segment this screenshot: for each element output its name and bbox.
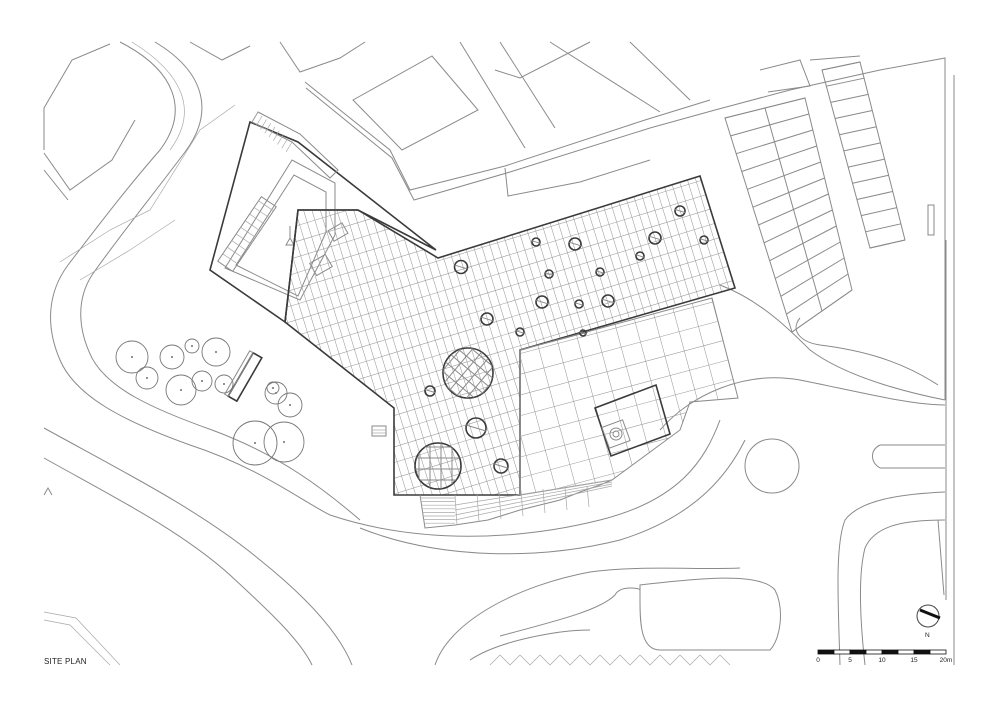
tree-pit-circle (674, 205, 686, 217)
scale-bar: 0 5 10 15 20m (816, 649, 953, 664)
north-label: N (925, 632, 930, 639)
tree-trunk (215, 351, 217, 353)
tree-pit-circle (544, 269, 554, 279)
tree-pit-circle (699, 235, 709, 245)
tree-pit-circle (574, 299, 584, 309)
tree-pit-circle (465, 417, 487, 439)
tree-trunk (180, 389, 182, 391)
parking-area (724, 61, 906, 333)
tree-trunk (191, 345, 193, 347)
tree-pit-circle (453, 259, 469, 275)
tree-canopy (135, 366, 159, 390)
tree-canopy (201, 337, 231, 367)
drawing-title: SITE PLAN (44, 657, 87, 666)
tree-pit-circle (515, 327, 525, 337)
tree-trunk (223, 383, 225, 385)
building-wing (209, 111, 437, 324)
scale-tick-label: 20m (940, 657, 953, 664)
tree-canopy (159, 344, 185, 370)
tree-pit-circle (601, 294, 615, 308)
scale-tick-label: 10 (878, 657, 886, 664)
tree-pit-circle (480, 312, 494, 326)
scale-tick-label: 0 (816, 657, 820, 664)
tree-pit-circle (579, 329, 587, 337)
trees-group (115, 337, 305, 466)
tree-pit-circle (531, 237, 541, 247)
tree-trunk (201, 380, 203, 382)
tree-canopy (115, 340, 149, 374)
north-arrow-icon: N (916, 604, 941, 639)
tree-pit-circle (535, 295, 549, 309)
road-network (43, 41, 955, 666)
tree-trunk (146, 377, 148, 379)
tree-pit-circle (635, 251, 645, 261)
tree-pit-circle (648, 231, 662, 245)
tree-trunk (131, 356, 133, 358)
tree-canopy (266, 381, 280, 395)
planter-circle-large (442, 347, 494, 399)
tree-canopy (214, 374, 234, 394)
tree-canopy (191, 370, 213, 392)
plaza-tree-pits (424, 205, 709, 474)
scale-tick-label: 5 (848, 657, 852, 664)
tree-trunk (254, 442, 256, 444)
tree-pit-circle (568, 237, 582, 251)
bench (224, 350, 263, 403)
scale-tick-label: 15 (910, 657, 918, 664)
kiosk-building (593, 383, 671, 458)
tree-canopy (232, 420, 278, 466)
tree-trunk (171, 356, 173, 358)
tree-trunk (289, 404, 291, 406)
tree-pit-circle (595, 267, 605, 277)
tree-trunk (283, 441, 285, 443)
entrance-steps (419, 479, 613, 529)
small-step (371, 425, 387, 437)
tree-canopy (184, 338, 200, 354)
tree-trunk (272, 387, 274, 389)
tree-canopy (263, 421, 305, 463)
tree-canopy (165, 374, 197, 406)
plaza-paving (285, 176, 735, 495)
tree-pit-circle (493, 458, 509, 474)
tree-pit-circle (424, 385, 436, 397)
tree-canopy (277, 392, 303, 418)
